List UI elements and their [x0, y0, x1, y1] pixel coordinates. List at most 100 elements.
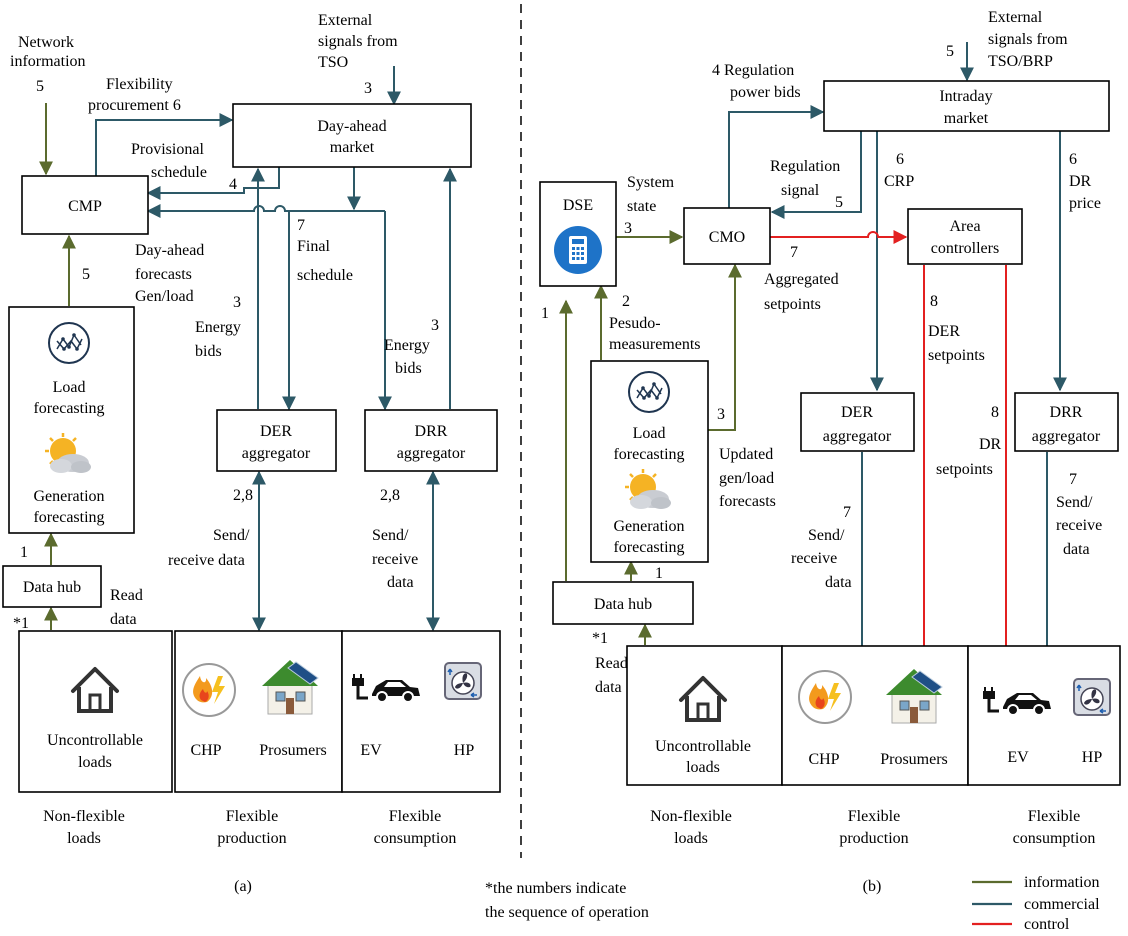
calculator-icon	[554, 226, 602, 274]
send-receive-der-b-label-1: 7	[843, 504, 851, 521]
hp-label: HP	[454, 742, 475, 759]
load-forecasting-label-2: forecasting	[33, 400, 104, 417]
flexible-production-caption-1: Flexible	[226, 808, 278, 825]
load-forecast-icon	[48, 322, 90, 364]
flexible-consumption-b-caption-2: consumption	[1013, 830, 1096, 847]
provisional-schedule-label-1: Provisional	[131, 141, 204, 158]
generation-forecasting-b-label-2: forecasting	[613, 539, 684, 556]
generation-forecasting-label-2: forecasting	[33, 509, 104, 526]
read-data-b-label-1: *1	[592, 630, 608, 647]
system-state-label-2: state	[627, 198, 656, 215]
day-ahead-forecasts-label-1: Day-ahead	[135, 242, 204, 259]
generation-forecasting-label-1: Generation	[33, 488, 104, 505]
updated-forecasts-label-3: forecasts	[719, 493, 776, 510]
external-signals-label-2: signals from	[318, 33, 398, 50]
external-signals-b-label-2: signals from	[988, 31, 1068, 48]
send-receive-der-label-1: 2,8	[233, 487, 253, 504]
panel-a-label: (a)	[234, 878, 252, 895]
send-receive-drr-b-label-4: data	[1063, 541, 1090, 558]
drr-aggregator-b-label-1: DRR	[1050, 404, 1083, 421]
send-receive-drr-b-label-1: 7	[1069, 471, 1077, 488]
area-controllers-box	[907, 208, 1023, 265]
step-7-agg: 7	[790, 244, 798, 261]
flexible-consumption-b-caption-1: Flexible	[1028, 808, 1080, 825]
uncontrollable-loads-label-2: loads	[78, 754, 112, 771]
non-flexible-loads-b-caption-2: loads	[674, 830, 708, 847]
send-receive-drr-b-label-3: receive	[1056, 517, 1102, 534]
ev-label: EV	[360, 742, 382, 759]
external-signals-label-1: External	[318, 12, 373, 29]
cmp-box	[21, 175, 149, 235]
day-ahead-forecasts-label-3: Gen/load	[135, 288, 194, 305]
network-information-label-2: information	[10, 53, 86, 70]
uncontrollable-loads-b-label-1: Uncontrollable	[655, 738, 751, 755]
flexible-production-caption-2: production	[217, 830, 286, 847]
prosumers-label: Prosumers	[259, 742, 327, 759]
energy-bids-drr-label-2: Energy	[384, 337, 430, 354]
footnote-line-2: the sequence of operation	[485, 904, 649, 921]
flexible-consumption-caption-2: consumption	[374, 830, 457, 847]
der-setpoints-label-1: 8	[930, 293, 938, 310]
final-schedule-label-1: 7	[297, 217, 305, 234]
regulation-signal-label-1: Regulation	[770, 158, 840, 175]
legend-label-control: control	[1024, 916, 1070, 933]
send-receive-drr-label-2: Send/	[372, 527, 409, 544]
send-receive-drr-label-4: data	[387, 574, 414, 591]
step-3-state: 3	[624, 220, 632, 237]
send-receive-der-b-label-2: Send/	[808, 527, 845, 544]
read-data-label-2: data	[110, 611, 137, 628]
energy-bids-der-label-2: Energy	[195, 319, 241, 336]
flexibility-procurement-label-2: procurement 6	[88, 97, 181, 114]
aggregated-setpoints-label-2: setpoints	[764, 296, 821, 313]
flexible-consumption-caption-1: Flexible	[389, 808, 441, 825]
cmp-label: CMP	[68, 198, 102, 215]
network-information-label-1: Network	[18, 34, 74, 51]
drr-aggregator-box-b	[1014, 392, 1119, 452]
data-hub-box-b	[552, 581, 694, 625]
system-state-label-1: System	[627, 174, 675, 191]
intraday-market-label-1: Intraday	[939, 88, 992, 105]
step-1-hub: 1	[655, 565, 663, 582]
read-data-b-label-2: Read	[595, 655, 628, 672]
der-aggregator-box-b	[800, 392, 915, 452]
day-ahead-market-label-2: market	[330, 139, 375, 156]
footnote-line-1: *the numbers indicate	[485, 880, 626, 897]
chp-b-label: CHP	[808, 751, 839, 768]
area-controllers-label-1: Area	[949, 218, 980, 235]
step-5-forecasts: 5	[82, 266, 90, 283]
flexible-production-b-caption-2: production	[839, 830, 908, 847]
hp-b-label: HP	[1082, 749, 1103, 766]
flexible-production-b-caption-1: Flexible	[848, 808, 900, 825]
external-signals-b-label-1: External	[988, 9, 1043, 26]
step-4: 4	[229, 176, 237, 193]
pseudo-measurements-label-1: 2	[622, 293, 630, 310]
cmo-box	[683, 207, 771, 265]
day-ahead-market-box	[232, 103, 472, 168]
provisional-schedule-label-2: schedule	[151, 164, 207, 181]
legend-label-information: information	[1024, 874, 1100, 891]
regulation-power-bids-label-2: power bids	[730, 84, 801, 101]
load-forecasting-label-1: Load	[53, 379, 86, 396]
panel-b: Intraday market DSE CMO Area controllers…	[539, 9, 1121, 895]
der-aggregator-b-label-1: DER	[841, 404, 873, 421]
send-receive-der-label-2: Send/	[213, 527, 250, 544]
dr-price-label-2: DR	[1069, 173, 1092, 190]
panel-b-label: (b)	[863, 878, 882, 895]
load-forecasting-b-label-1: Load	[633, 425, 666, 442]
data-hub-b-label: Data hub	[594, 596, 652, 613]
der-aggregator-label-1: DER	[260, 423, 292, 440]
non-flexible-box-b	[626, 645, 783, 786]
step-1-dse: 1	[541, 305, 549, 322]
data-hub-label: Data hub	[23, 579, 81, 596]
updated-forecasts-label-2: gen/load	[719, 470, 774, 487]
panel-b-arrows	[559, 42, 1067, 672]
energy-bids-der-label-1: 3	[233, 294, 241, 311]
dr-price-label-1: 6	[1069, 151, 1077, 168]
drr-aggregator-b-label-2: aggregator	[1032, 428, 1101, 445]
load-forecast-icon-b	[628, 371, 670, 413]
load-forecasting-b-label-2: forecasting	[613, 446, 684, 463]
pseudo-measurements-label-2: Pesudo-	[609, 315, 661, 332]
der-aggregator-label-2: aggregator	[242, 445, 311, 462]
dr-setpoints-label-1: 8	[991, 404, 999, 421]
